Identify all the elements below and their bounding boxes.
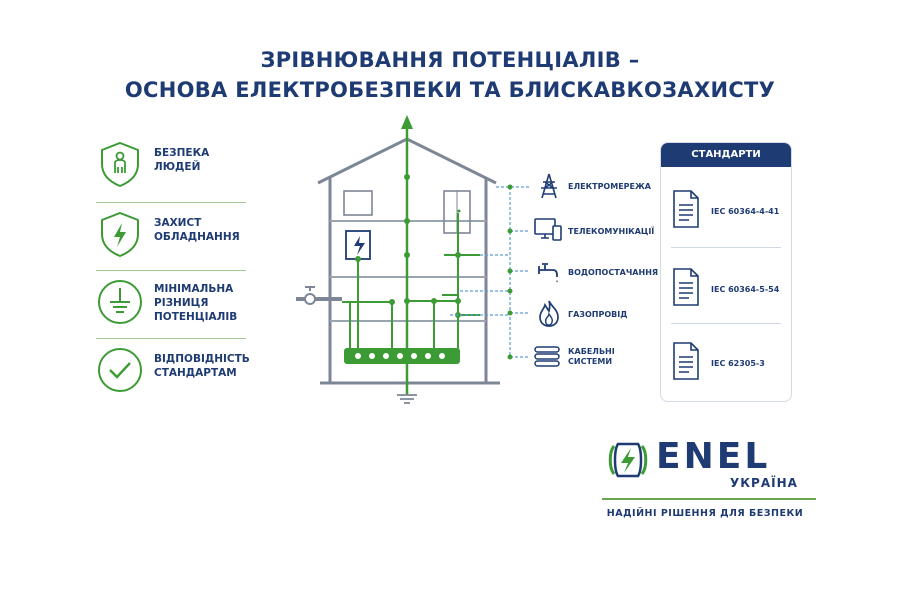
page-title-line-1: ЗРІВНЮВАННЯ ПОТЕНЦІАЛІВ – xyxy=(260,48,640,72)
feature-label: БЕЗПЕКА ЛЮДЕЙ xyxy=(154,147,210,173)
feature-divider xyxy=(96,202,246,203)
standard-code: IEC 60364-4-41 xyxy=(711,207,780,216)
feature-divider xyxy=(96,270,246,271)
service-label: ГАЗОПРОВІД xyxy=(568,310,628,319)
standard-code: IEC 62305-3 xyxy=(711,359,765,368)
brand-divider xyxy=(602,498,816,500)
brand-name: ENEL xyxy=(656,436,771,477)
power-tower-icon xyxy=(541,173,557,199)
feature-equipment-protection: ЗАХИСТ ОБЛАДНАННЯ xyxy=(96,210,246,266)
document-icon xyxy=(673,190,699,228)
page-title-line-2: ОСНОВА ЕЛЕКТРОБЕЗПЕКИ ТА БЛИСКАВКОЗАХИСТ… xyxy=(124,78,776,102)
standards-panel: СТАНДАРТИ IEC 60364-4-41 IEC 60364-5-54 … xyxy=(660,142,792,402)
standard-item: IEC 60364-5-54 xyxy=(671,267,786,317)
service-label: ТЕЛЕКОМУНІКАЦІЇ xyxy=(568,227,655,236)
lightning-shield-icon xyxy=(101,211,139,258)
brand-logo-icon xyxy=(608,442,648,478)
document-icon xyxy=(673,268,699,306)
cable-tray-icon xyxy=(534,346,560,367)
service-label: ВОДОПОСТАЧАННЯ xyxy=(568,268,659,277)
flame-icon xyxy=(539,300,559,327)
water-tap-icon xyxy=(538,263,558,283)
bonding-bar-terminals xyxy=(355,353,445,359)
brand-country: УКРАЇНА xyxy=(730,476,798,490)
service-label: ЕЛЕКТРОМЕРЕЖА xyxy=(568,182,651,191)
ground-symbol-icon xyxy=(98,280,142,324)
feature-people-safety: БЕЗПЕКА ЛЮДЕЙ xyxy=(96,140,246,196)
standard-code: IEC 60364-5-54 xyxy=(711,285,780,294)
feature-label: ЗАХИСТ ОБЛАДНАННЯ xyxy=(154,217,240,243)
brand-block: ENEL УКРАЇНА НАДІЙНІ РІШЕННЯ ДЛЯ БЕЗПЕКИ xyxy=(590,432,820,542)
feature-standards-compliance: ВІДПОВІДНІСТЬ СТАНДАРТАМ xyxy=(96,346,250,402)
air-terminal xyxy=(401,115,413,129)
standards-divider xyxy=(671,323,781,324)
checkmark-icon xyxy=(98,348,142,392)
standards-heading: СТАНДАРТИ xyxy=(661,143,791,167)
brand-tagline: НАДІЙНІ РІШЕННЯ ДЛЯ БЕЗПЕКИ xyxy=(606,508,804,519)
standard-item: IEC 60364-4-41 xyxy=(671,189,786,239)
feature-label: ВІДПОВІДНІСТЬ СТАНДАРТАМ xyxy=(154,353,250,379)
feature-label: МІНІМАЛЬНА РІЗНИЦЯ ПОТЕНЦІАЛІВ xyxy=(154,283,238,323)
standard-item: IEC 62305-3 xyxy=(671,341,786,391)
service-label: КАБЕЛЬНІ СИСТЕМИ xyxy=(568,347,615,366)
devices-icon xyxy=(534,218,562,241)
feature-potential-difference: МІНІМАЛЬНА РІЗНИЦЯ ПОТЕНЦІАЛІВ xyxy=(96,278,246,334)
standards-divider xyxy=(671,247,781,248)
building-diagram xyxy=(296,115,530,404)
window xyxy=(343,190,373,216)
document-icon xyxy=(673,342,699,380)
person-shield-icon xyxy=(101,141,139,188)
feature-divider xyxy=(96,338,246,339)
